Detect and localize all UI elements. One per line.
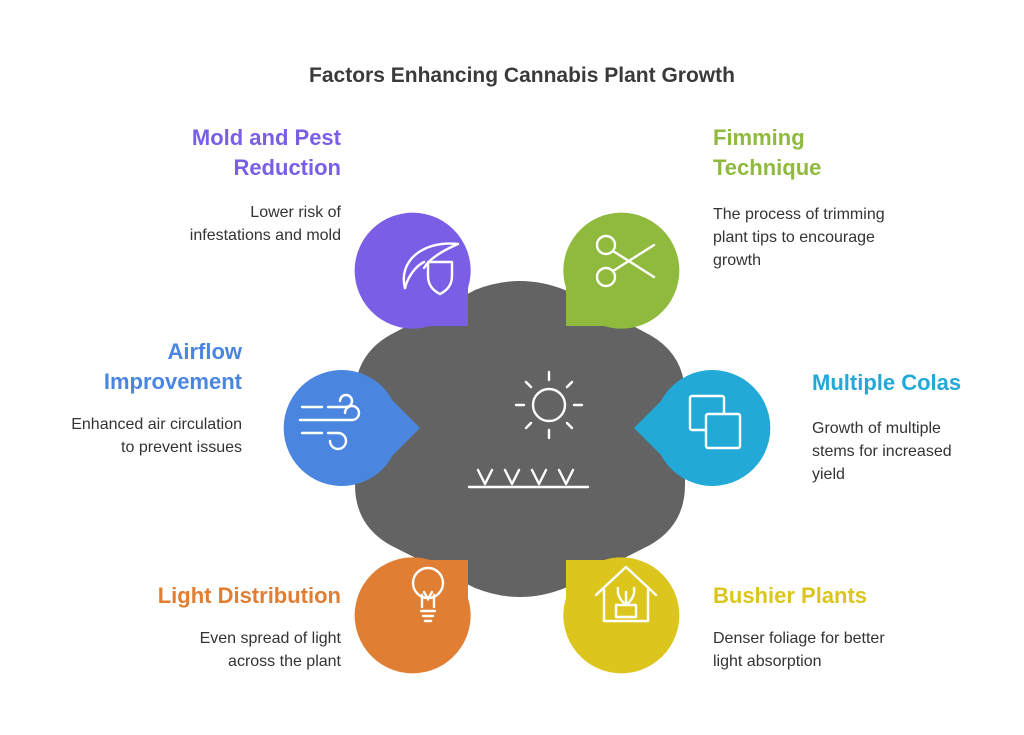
light-heading: Light Distribution: [158, 581, 341, 611]
description-line: Enhanced air circulation: [71, 416, 242, 433]
mold-description: Lower risk of infestations and mold: [190, 201, 341, 247]
description-line: Denser foliage for better: [713, 630, 885, 647]
bushier-heading: Bushier Plants: [713, 581, 867, 611]
description-line: Growth of multiple: [812, 420, 941, 437]
fimming-description: The process of trimming plant tips to en…: [713, 203, 885, 272]
airflow-heading: Airflow Improvement: [104, 337, 242, 397]
fimming-heading: Fimming Technique: [713, 123, 821, 183]
description-line: infestations and mold: [189, 227, 341, 244]
description-line: to prevent issues: [121, 439, 242, 456]
description-line: light absorption: [713, 653, 822, 670]
wind-icon: [298, 393, 361, 451]
colas-pin: [634, 370, 771, 486]
heading-line: Mold and Pest: [191, 125, 341, 150]
bushier-pin: [563, 557, 680, 674]
light-pin: [354, 557, 471, 674]
description-line: The process of trimming: [713, 206, 885, 223]
airflow-pin: [283, 370, 420, 486]
bushier-description: Denser foliage for better light absorpti…: [713, 627, 885, 673]
light-bulb-icon: [411, 566, 445, 623]
scissors-icon: [595, 234, 656, 288]
light-description: Even spread of light across the plant: [200, 627, 341, 673]
heading-line: Airflow: [167, 339, 242, 364]
description-line: plant tips to encourage: [713, 229, 875, 246]
heading-line: Bushier Plants: [713, 583, 868, 608]
sun-icon: [514, 370, 584, 440]
heading-line: Multiple Colas: [812, 370, 962, 395]
fimming-pin: [563, 212, 680, 329]
leaf-shield-icon: [402, 242, 460, 296]
colas-heading: Multiple Colas: [812, 368, 961, 398]
heading-line: Reduction: [233, 155, 341, 180]
description-line: Lower risk of: [250, 204, 341, 221]
description-line: stems for increased: [812, 443, 952, 460]
copy-squares-icon: [688, 394, 742, 450]
heading-line: Technique: [713, 155, 822, 180]
description-line: yield: [812, 466, 845, 483]
mold-heading: Mold and Pest Reduction: [192, 123, 341, 183]
airflow-description: Enhanced air circulation to prevent issu…: [71, 413, 242, 459]
heading-line: Fimming: [713, 125, 805, 150]
diagram-title: Factors Enhancing Cannabis Plant Growth: [309, 64, 735, 87]
grass-icon: [467, 468, 590, 489]
heading-line: Improvement: [103, 369, 242, 394]
description-line: growth: [713, 252, 762, 269]
center-hub: [355, 281, 685, 597]
description-line: across the plant: [228, 653, 341, 670]
description-line: Even spread of light: [199, 630, 341, 647]
heading-line: Light Distribution: [157, 583, 341, 608]
plant-house-icon: [594, 565, 658, 623]
colas-description: Growth of multiple stems for increased y…: [812, 417, 952, 486]
